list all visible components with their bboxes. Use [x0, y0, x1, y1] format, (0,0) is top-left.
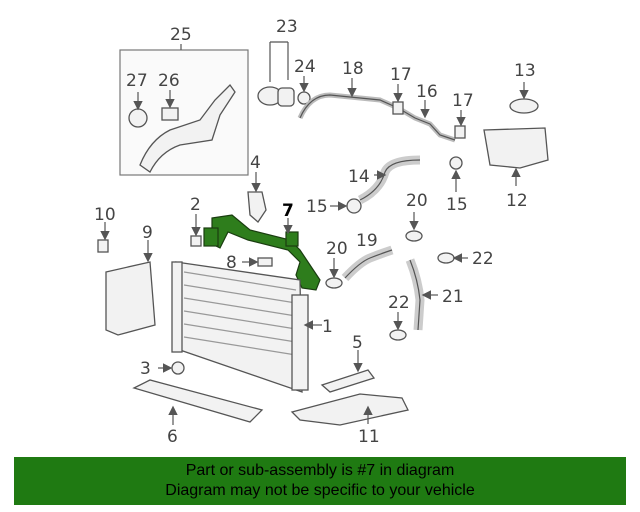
mount-3 — [158, 361, 185, 375]
callout-20a: 20 — [406, 191, 428, 211]
highlighted-part-7 — [203, 214, 321, 291]
callout-3: 3 — [140, 359, 151, 379]
callout-25: 25 — [170, 25, 192, 45]
radiator-1 — [171, 261, 322, 393]
callout-15a: 15 — [306, 197, 328, 217]
grommet-2 — [190, 214, 202, 247]
callout-1: 1 — [322, 317, 333, 337]
bolt-8 — [242, 257, 273, 267]
callout-17b: 17 — [452, 91, 474, 111]
callout-10: 10 — [94, 205, 116, 225]
callout-5: 5 — [352, 333, 363, 353]
banner-line-1: Part or sub-assembly is #7 in diagram — [185, 462, 455, 479]
clamp-22 — [389, 252, 468, 341]
clamp-15 — [330, 156, 463, 214]
shield-5 — [320, 350, 376, 393]
callout-labels: 1 2 3 4 5 6 7 8 9 10 11 12 13 14 15 15 1… — [94, 17, 536, 447]
callout-6: 6 — [167, 427, 178, 447]
clamp-part-17a — [392, 101, 404, 115]
sensor-10 — [97, 222, 110, 253]
callout-13: 13 — [514, 61, 536, 81]
callout-14: 14 — [348, 167, 370, 187]
callout-23: 23 — [276, 17, 298, 37]
callout-9: 9 — [142, 223, 153, 243]
plug-part-27 — [128, 108, 148, 128]
hose-19 — [341, 245, 394, 282]
callout-15b: 15 — [446, 195, 468, 215]
callout-20b: 20 — [326, 239, 348, 259]
callout-16: 16 — [416, 82, 438, 102]
reservoir-cap-13 — [509, 98, 539, 114]
thermostat-housing-23 — [257, 41, 311, 107]
parts-diagram: 1 2 3 4 5 6 7 8 9 10 11 12 13 14 15 15 1… — [94, 17, 549, 447]
callout-12: 12 — [506, 191, 528, 211]
hose-14 — [357, 155, 421, 205]
hose-assembly-18 — [297, 78, 466, 143]
callout-19: 19 — [356, 231, 378, 251]
seal-part-26 — [161, 107, 179, 121]
callout-22a: 22 — [472, 249, 494, 269]
clamp-part-17b — [454, 125, 466, 139]
inset-box-25 — [119, 44, 249, 176]
lower-baffle-11 — [290, 393, 409, 426]
callout-7: 7 — [282, 201, 294, 221]
outlet-pipe-part — [139, 83, 236, 173]
coolant-reservoir-12 — [483, 82, 549, 186]
hose-21 — [405, 258, 438, 331]
clamp-20 — [325, 212, 423, 289]
callout-8: 8 — [226, 253, 237, 273]
banner-line-2: Diagram may not be specific to your vehi… — [165, 482, 475, 499]
callout-26: 26 — [158, 71, 180, 91]
callout-24: 24 — [294, 57, 316, 77]
info-banner: Part or sub-assembly is #7 in diagram Di… — [14, 457, 626, 505]
callout-22b: 22 — [388, 293, 410, 313]
callout-4: 4 — [250, 153, 261, 173]
deflector-9 — [105, 240, 156, 336]
callout-21: 21 — [442, 287, 464, 307]
callout-17a: 17 — [390, 65, 412, 85]
callout-2: 2 — [190, 195, 201, 215]
callout-18: 18 — [342, 59, 364, 79]
bracket-4 — [247, 172, 267, 223]
callout-27: 27 — [126, 71, 148, 91]
callout-11: 11 — [358, 427, 380, 447]
baffle-6 — [132, 379, 264, 425]
